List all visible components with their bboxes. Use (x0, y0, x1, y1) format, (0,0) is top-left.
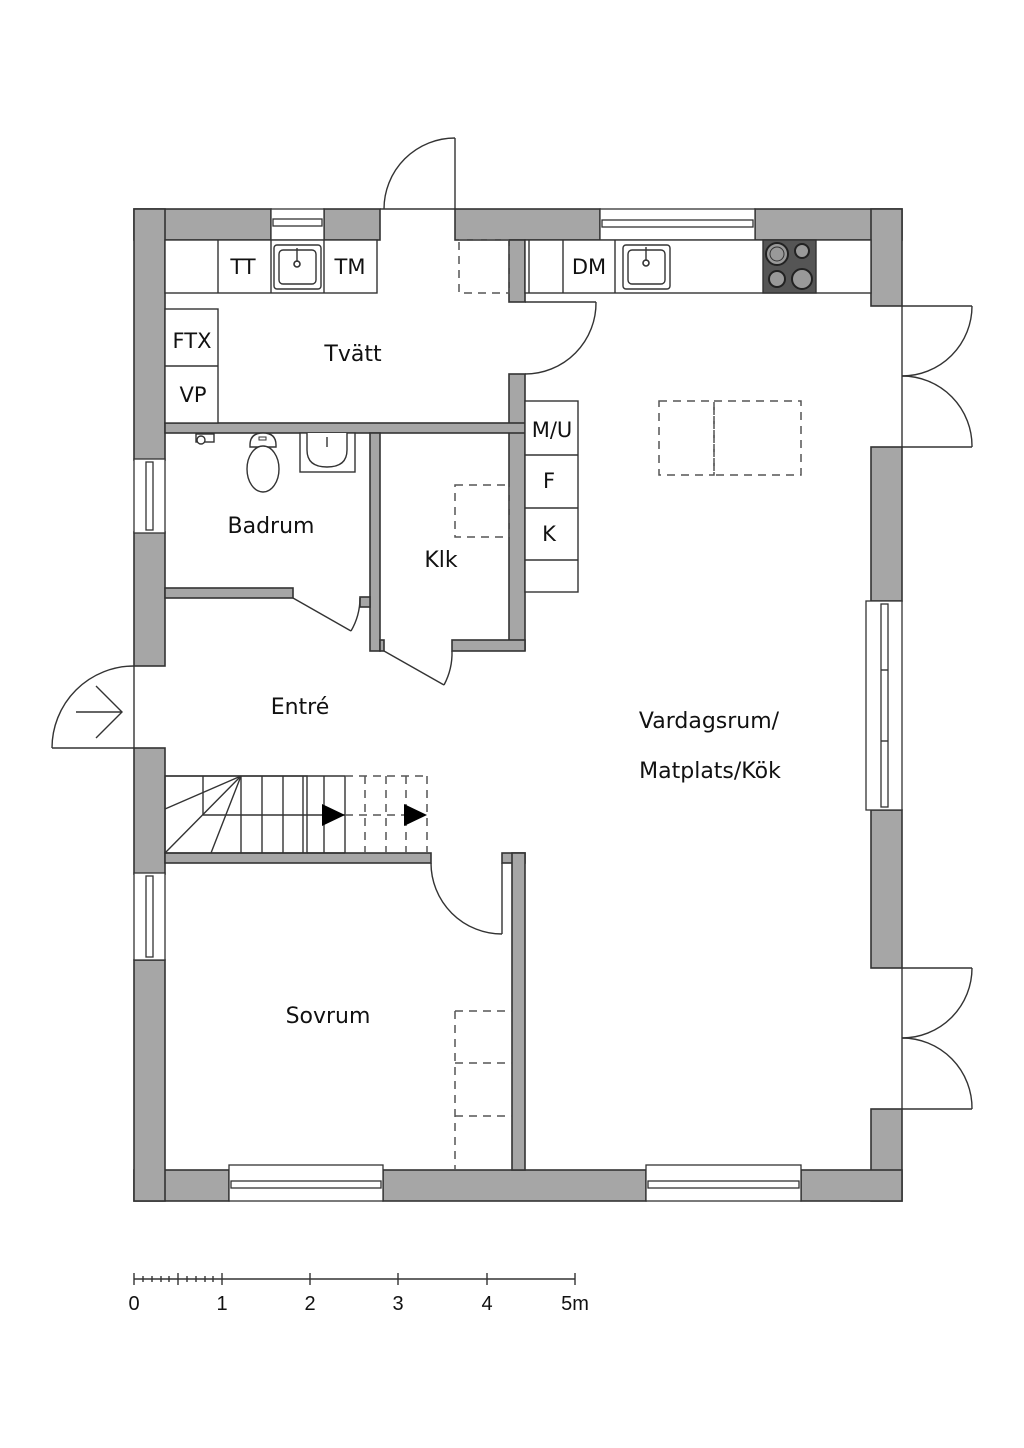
windows (133, 208, 903, 1202)
room-label-living-1: Vardagsrum/ (639, 709, 780, 734)
wardrobe-dashed (454, 1010, 512, 1170)
appliance-label-tt: TT (229, 255, 255, 279)
shower-icon (195, 433, 215, 445)
scale-label-2: 2 (304, 1293, 315, 1315)
washbasin-icon (299, 432, 356, 473)
scale-label-1: 1 (216, 1293, 227, 1315)
entrance-arrow-icon (76, 685, 123, 739)
appliance-labels: TT TM FTX VP DM M/U F K (173, 255, 607, 546)
dashed-shelf (454, 484, 510, 538)
appliance-label-vp: VP (179, 383, 206, 407)
scale-label-3: 3 (392, 1293, 403, 1315)
room-label-tvatt: Tvätt (323, 342, 382, 367)
appliance-label-tm: TM (334, 255, 366, 279)
scale-label-4: 4 (481, 1293, 492, 1315)
sink-icon (622, 244, 671, 290)
appliance-label-f: F (543, 469, 555, 493)
staircase (164, 775, 428, 854)
appliance-label-dm: DM (572, 255, 606, 279)
scale-bar: 0 1 2 3 4 5m (128, 1273, 589, 1315)
stair-direction-arrow-icon (322, 804, 345, 826)
appliance-label-k: K (542, 522, 557, 546)
room-label-klk: Klk (424, 548, 458, 573)
dashed-cabinet (458, 239, 510, 294)
exterior-walls (133, 208, 903, 1202)
room-labels: Tvätt Badrum Klk Entré Sovrum Vardagsrum… (228, 342, 782, 1029)
interior-walls (164, 239, 526, 1171)
room-label-sovrum: Sovrum (286, 1004, 371, 1029)
scale-label-0: 0 (128, 1293, 139, 1315)
kitchen-island-dashed (658, 400, 802, 476)
room-label-entre: Entré (271, 695, 330, 720)
toilet-icon (246, 432, 280, 493)
laundry-counter (164, 239, 378, 424)
room-label-badrum: Badrum (228, 514, 315, 539)
appliance-label-ftx: FTX (173, 329, 212, 353)
doors (51, 137, 973, 1110)
room-label-living-2: Matplats/Kök (639, 759, 781, 784)
appliance-label-mu: M/U (532, 418, 573, 442)
kitchen-counter (524, 239, 872, 593)
scale-label-5m: 5m (561, 1293, 589, 1315)
stove-icon (762, 239, 817, 294)
sink-icon (273, 244, 322, 290)
stair-direction-arrow-icon (404, 804, 427, 826)
bathroom-fixtures (195, 432, 356, 493)
